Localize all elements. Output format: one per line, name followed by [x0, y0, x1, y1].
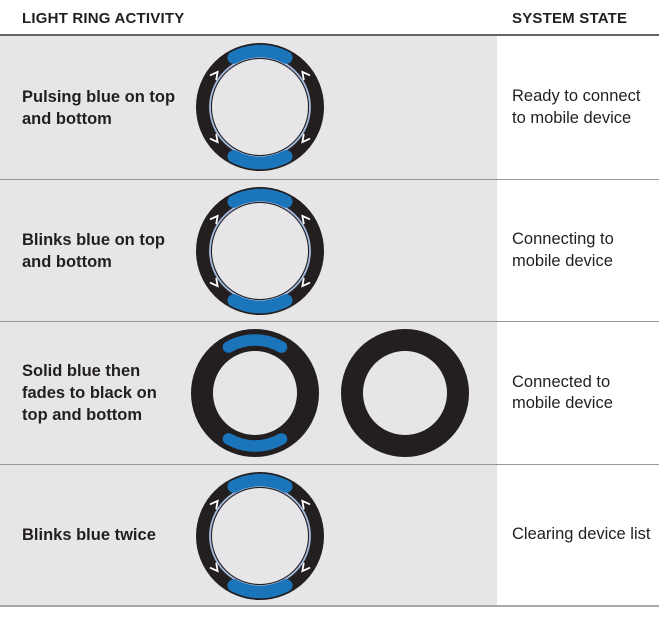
ring-illustrations — [187, 325, 473, 461]
ring-illustrations — [192, 183, 328, 319]
light-ring-arcs_solid — [191, 329, 319, 457]
table-row-blinks-twice: Blinks blue twice Clearing device list — [0, 465, 659, 607]
light-ring-arcs_arrows — [196, 472, 324, 600]
table-row-solid-blue-fades: Solid blue then fades to black on top an… — [0, 322, 659, 465]
state-label: Connecting to mobile device — [512, 230, 614, 270]
column-header-activity: LIGHT RING ACTIVITY — [22, 10, 185, 27]
state-label: Connected to mobile device — [512, 372, 613, 413]
table-row-blinks-blue: Blinks blue on top and bottom Connecting… — [0, 180, 659, 322]
light-ring-black — [341, 329, 469, 457]
state-label: Clearing device list — [512, 525, 651, 544]
table-header: LIGHT RING ACTIVITY SYSTEM STATE — [0, 0, 659, 36]
activity-label: Blinks blue on top and bottom — [22, 230, 165, 271]
state-label: Ready to connect to mobile device — [512, 87, 641, 127]
table-row-pulsing-blue: Pulsing blue on top and bottom Ready to … — [0, 36, 659, 180]
light-ring-arcs_arrows — [196, 43, 324, 171]
light-ring-arcs_arrows — [196, 187, 324, 315]
activity-label: Pulsing blue on top and bottom — [22, 87, 176, 128]
ring-illustrations — [192, 468, 328, 604]
ring-illustrations — [192, 39, 328, 175]
column-header-state: SYSTEM STATE — [512, 10, 628, 27]
activity-label: Solid blue then fades to black on top an… — [22, 362, 157, 424]
activity-label: Blinks blue twice — [22, 526, 156, 544]
